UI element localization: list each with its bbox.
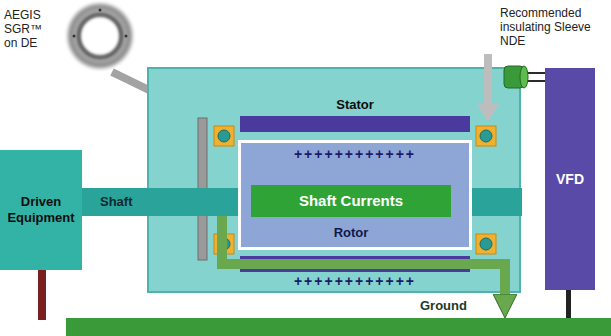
- part-label: Recommended insulating Sleeve NDE: [500, 6, 606, 48]
- rotor-box: ++++++++++++ Rotor Shaft Currents: [238, 140, 472, 250]
- shaft-bar: Shaft: [82, 188, 238, 216]
- shaft-currents-box: Shaft Currents: [251, 185, 451, 217]
- node-text: ++++++++++++: [251, 145, 459, 163]
- sgr-ring-dot: [99, 9, 102, 12]
- bearing-ball: [218, 130, 230, 142]
- sgr-ring-photo: [66, 2, 134, 70]
- ground-band: Ground: [66, 318, 611, 336]
- node-text: Stator: [240, 97, 470, 113]
- pointer-arrow: [484, 54, 492, 106]
- stator-bar: Stator: [240, 116, 470, 132]
- sgr-ring-dot: [125, 35, 128, 38]
- node-text: Ground: [420, 297, 500, 315]
- node-text: VFD: [556, 170, 584, 188]
- node-text: Rotor: [251, 225, 451, 241]
- node-text: Shaft: [100, 194, 133, 210]
- bearing: [476, 126, 496, 146]
- part-label: AEGIS SGR™ on DE: [4, 8, 56, 50]
- bearing-ball: [480, 238, 492, 250]
- charge-signs: ++++++++++++: [240, 272, 470, 290]
- equipment-ground-post: [38, 268, 46, 320]
- vfd-ground-wire: [566, 288, 571, 320]
- bearing-ball: [480, 130, 492, 142]
- sgr-ring-inner: [79, 15, 121, 57]
- bearing-race: [214, 126, 234, 146]
- bearing: [214, 126, 234, 146]
- motor-housing: [148, 68, 520, 292]
- cable-connector-end: [520, 66, 528, 88]
- bearing: [476, 234, 496, 254]
- node-text: Shaft Currents: [299, 192, 403, 210]
- bearing-race: [476, 234, 496, 254]
- shaft-stub: [470, 188, 522, 216]
- node-text: Driven Equipment: [4, 194, 78, 226]
- pointer-arrow-head: [477, 104, 499, 122]
- bearing-race: [476, 126, 496, 146]
- vfd-box: VFD: [545, 68, 595, 290]
- driven-equipment-box: Driven Equipment: [0, 150, 82, 270]
- sgr-ring-dot: [73, 35, 76, 38]
